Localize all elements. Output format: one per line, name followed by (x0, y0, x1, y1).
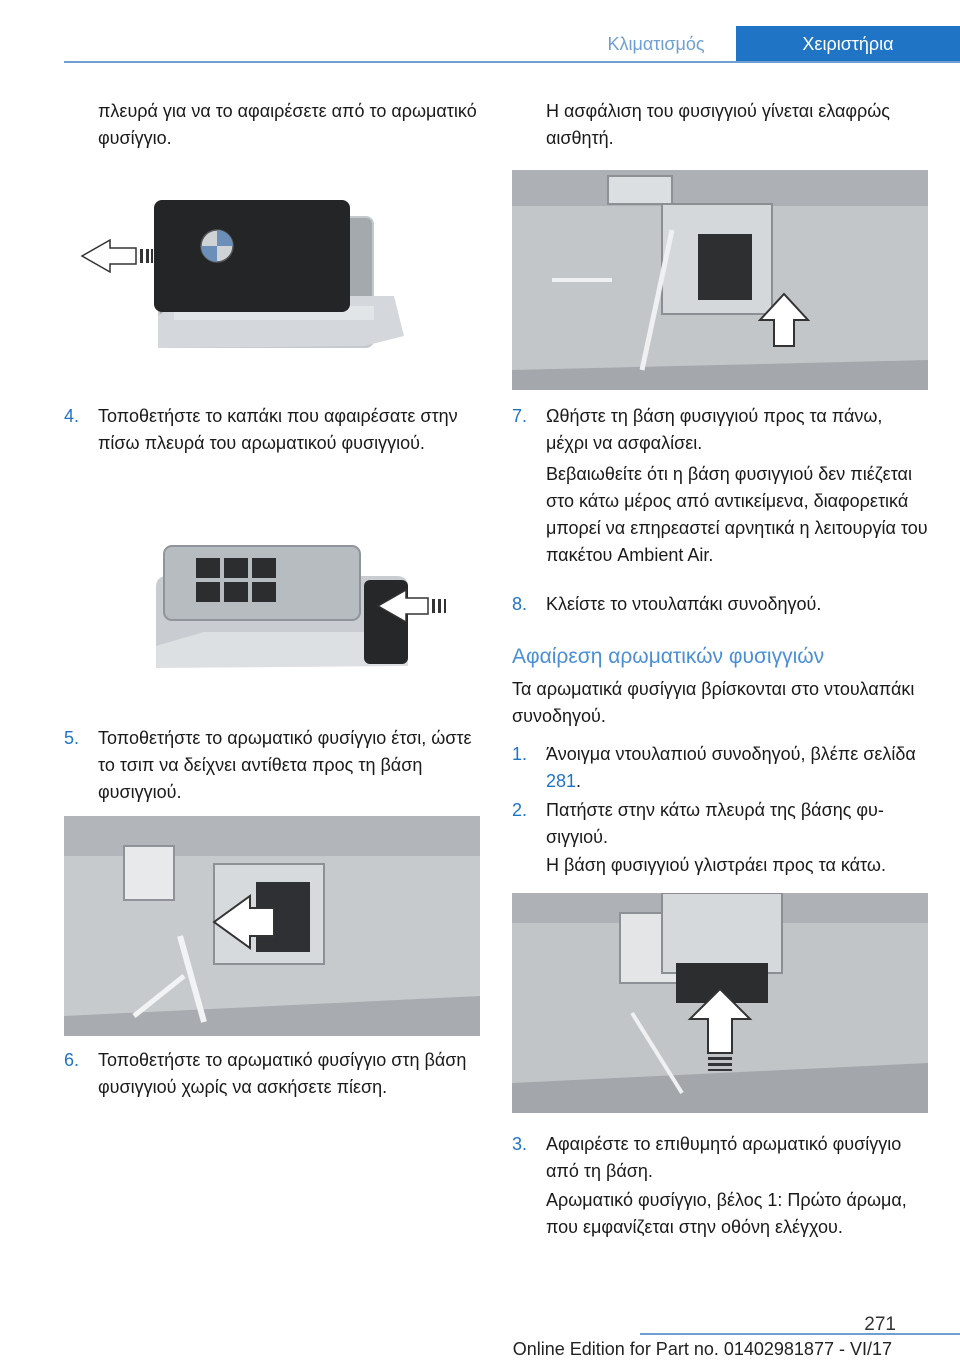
step-number: 3. (512, 1134, 528, 1154)
step-number: 7. (512, 406, 528, 426)
header-rule (64, 61, 960, 63)
step-text: Τοποθετήστε το αρωματικό φυσίγγιο έτσι, … (98, 728, 472, 802)
step-text: Ωθήστε τη βάση φυσιγγιού προς τα πάνω, μ… (546, 406, 883, 453)
figure-cap-removal (80, 200, 404, 348)
section-paragraph: Τα αρωματικά φυσίγγια βρίσκονται στο ντο… (512, 679, 915, 726)
figure-insert-cartridge (64, 816, 480, 1036)
header-section: Κλιματισμός (607, 34, 705, 54)
figure-press-holder-bottom (512, 893, 928, 1113)
left-intro: πλευρά για να το αφαιρέσετε από το αρω­μ… (98, 101, 477, 148)
header-chapter: Χειριστήρια (736, 26, 960, 62)
step-number: 2. (512, 800, 528, 820)
step-text: Τοποθετήστε το καπάκι που αφαιρέσατε στη… (98, 406, 458, 453)
edition-footer: Online Edition for Part no. 01402981877 … (512, 1339, 892, 1359)
section-heading: Αφαίρεση αρωματικών φυσιγγιών (512, 645, 825, 668)
right-step-7-note: Βεβαιωθείτε ότι η βάση φυσιγγιού δεν πιέ… (546, 464, 928, 565)
step-number: 8. (512, 594, 528, 614)
step-text-main: Άνοιγμα ντουλαπιού συνοδηγού, βλέπε σε­λ… (546, 744, 916, 764)
step-text: Άνοιγμα ντουλαπιού συνοδηγού, βλέπε σε­λ… (546, 741, 928, 795)
step-text: Αφαιρέστε το επιθυμητό αρωματικό φυσίγ­γ… (546, 1134, 902, 1181)
step-number: 5. (64, 728, 80, 748)
right-step-3-note: Αρωματικό φυσίγγιο, βέλος 1: Πρώτο άρωμα… (546, 1190, 907, 1237)
step-number: 1. (512, 744, 528, 764)
step-text: Κλείστε το ντουλαπάκι συνοδηγού. (546, 594, 822, 614)
step-text-tail: . (576, 771, 582, 791)
figure-push-holder-up (512, 170, 928, 390)
step-text: Πατήστε στην κάτω πλευρά της βάσης φυ­σι… (546, 800, 884, 847)
right-intro: Η ασφάλιση του φυσιγγιού γίνεται ελα­φρώ… (546, 101, 890, 148)
footer-rule (640, 1333, 960, 1335)
right-step-2-note: Η βάση φυσιγγιού γλιστράει προς τα κάτω. (546, 855, 886, 875)
step-text: Τοποθετήστε το αρωματικό φυσίγγιο στη βά… (98, 1050, 467, 1097)
step-number: 4. (64, 406, 80, 426)
figure-cap-on-back (156, 545, 446, 668)
step-number: 6. (64, 1050, 80, 1070)
page-reference-link[interactable]: 281 (546, 771, 577, 791)
page-number: 271 (864, 1314, 896, 1335)
